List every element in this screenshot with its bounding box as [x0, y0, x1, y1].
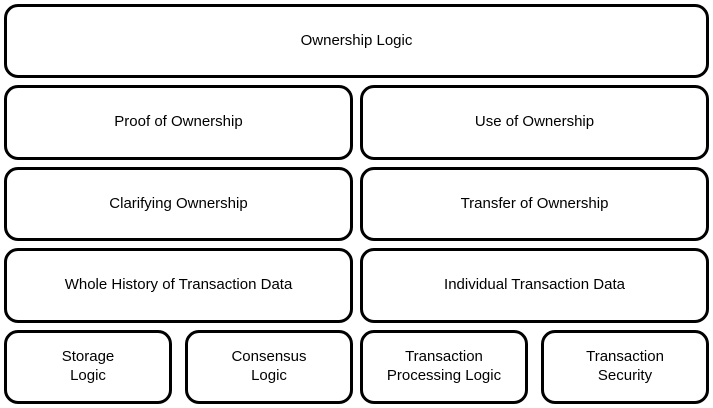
diagram-row-5: Storage Logic Consensus Logic Transactio… [4, 329, 709, 405]
box-transaction-security: Transaction Security [541, 329, 709, 405]
box-storage-logic: Storage Logic [4, 329, 172, 405]
box-transfer-of-ownership: Transfer of Ownership [360, 166, 709, 242]
diagram-row-2: Proof of Ownership Use of Ownership [4, 85, 709, 160]
box-whole-history-of-transaction-data: Whole History of Transaction Data [4, 248, 353, 323]
diagram-row-1: Ownership Logic [4, 4, 709, 79]
diagram-row-5-left: Storage Logic Consensus Logic [4, 329, 353, 405]
box-clarifying-ownership: Clarifying Ownership [4, 166, 353, 242]
diagram-row-3: Clarifying Ownership Transfer of Ownersh… [4, 166, 709, 242]
diagram-row-4: Whole History of Transaction Data Indivi… [4, 248, 709, 323]
box-transaction-processing-logic: Transaction Processing Logic [360, 329, 528, 405]
box-individual-transaction-data: Individual Transaction Data [360, 248, 709, 323]
box-proof-of-ownership: Proof of Ownership [4, 85, 353, 160]
box-use-of-ownership: Use of Ownership [360, 85, 709, 160]
diagram-row-5-right: Transaction Processing Logic Transaction… [360, 329, 709, 405]
box-ownership-logic: Ownership Logic [4, 4, 709, 79]
box-consensus-logic: Consensus Logic [185, 329, 353, 405]
